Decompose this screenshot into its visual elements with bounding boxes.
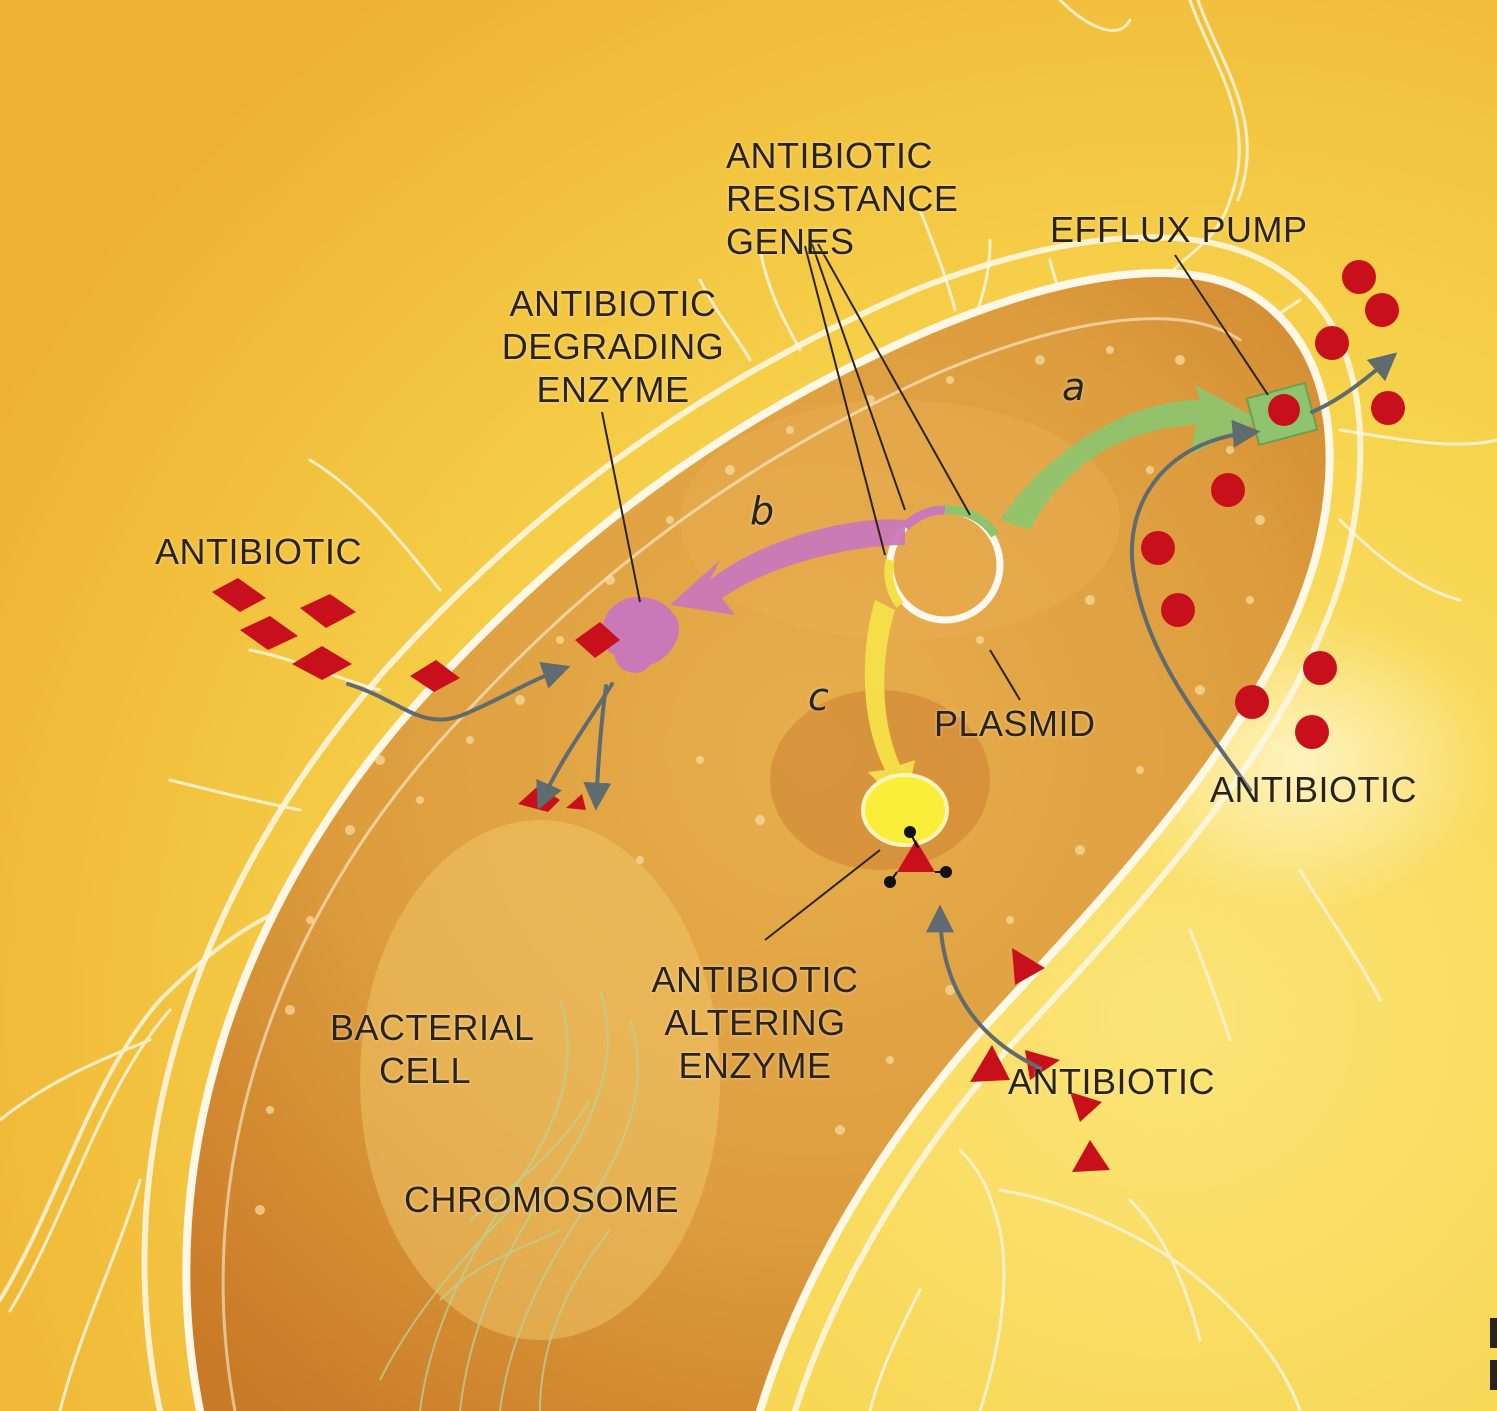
altering-enzyme-line-1: ANTIBIOTIC bbox=[640, 958, 870, 1001]
altering-enzyme-line-2: ALTERING bbox=[640, 1001, 870, 1044]
bacterial-cell-line-1: BACTERIAL bbox=[330, 1006, 520, 1049]
label-efflux-pump: EFFLUX PUMP bbox=[1050, 208, 1308, 251]
degrading-enzyme-line-2: DEGRADING bbox=[500, 325, 726, 368]
label-plasmid: PLASMID bbox=[934, 702, 1096, 745]
degrading-enzyme-line-1: ANTIBIOTIC bbox=[500, 282, 726, 325]
label-pathway-b: b bbox=[750, 490, 775, 533]
label-chromosome: CHROMOSOME bbox=[404, 1178, 679, 1221]
resistance-genes-line-3: GENES bbox=[726, 220, 958, 263]
label-bacterial-cell: BACTERIAL CELL bbox=[330, 1006, 520, 1092]
degrading-enzyme-line-3: ENZYME bbox=[500, 368, 726, 411]
label-antibiotic-resistance-genes: ANTIBIOTIC RESISTANCE GENES bbox=[726, 134, 958, 263]
edge-mark-2 bbox=[1490, 1360, 1497, 1390]
label-antibiotic-degrading-enzyme: ANTIBIOTIC DEGRADING ENZYME bbox=[500, 282, 726, 411]
label-pathway-c: c bbox=[808, 676, 829, 719]
resistance-genes-line-2: RESISTANCE bbox=[726, 177, 958, 220]
resistance-genes-line-1: ANTIBIOTIC bbox=[726, 134, 958, 177]
altering-enzyme-line-3: ENZYME bbox=[640, 1044, 870, 1087]
label-antibiotic-right: ANTIBIOTIC bbox=[1210, 768, 1417, 811]
edge-mark-1 bbox=[1490, 1318, 1497, 1348]
label-pathway-a: a bbox=[1062, 366, 1086, 409]
label-antibiotic-altering-enzyme: ANTIBIOTIC ALTERING ENZYME bbox=[640, 958, 870, 1087]
label-antibiotic-left: ANTIBIOTIC bbox=[155, 530, 362, 573]
bacterial-cell-line-2: CELL bbox=[330, 1049, 520, 1092]
label-antibiotic-bottom: ANTIBIOTIC bbox=[1008, 1060, 1215, 1103]
